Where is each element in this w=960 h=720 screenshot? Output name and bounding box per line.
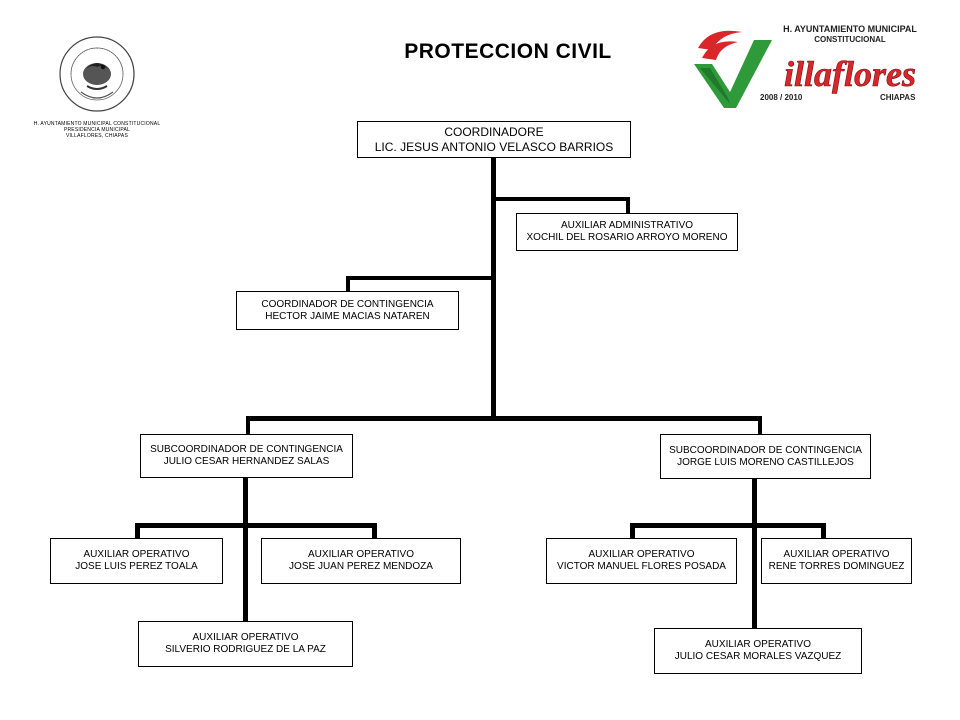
connector-line (243, 478, 248, 621)
operative-box-left-1: AUXILIAR OPERATIVO JOSE LUIS PEREZ TOALA (50, 538, 223, 584)
coat-of-arms-icon (59, 36, 135, 112)
position-title: COORDINADOR DE CONTINGENCIA (261, 298, 434, 310)
connector-line (752, 478, 757, 628)
operative-box-left-2: AUXILIAR OPERATIVO JOSE JUAN PEREZ MENDO… (261, 538, 461, 584)
operative-box-left-3: AUXILIAR OPERATIVO SILVERIO RODRIGUEZ DE… (138, 621, 353, 667)
connector-line (346, 276, 494, 280)
person-name: SILVERIO RODRIGUEZ DE LA PAZ (165, 644, 326, 655)
logo-top-line2: CONSTITUCIONAL (814, 35, 886, 44)
position-title: AUXILIAR OPERATIVO (83, 549, 190, 560)
villaflores-logo-icon: H. AYUNTAMIENTO MUNICIPAL CONSTITUCIONAL… (694, 24, 917, 108)
connector-line (491, 158, 496, 420)
subcoordinator-right-box: SUBCOORDINADOR DE CONTINGENCIA JORGE LUI… (660, 434, 871, 479)
operative-box-right-1: AUXILIAR OPERATIVO VICTOR MANUEL FLORES … (546, 538, 737, 584)
connector-line (758, 416, 762, 434)
person-name: JULIO CESAR HERNANDEZ SALAS (163, 456, 330, 467)
person-name: HECTOR JAIME MACIAS NATAREN (265, 310, 430, 322)
operative-box-right-2: AUXILIAR OPERATIVO RENE TORRES DOMINGUEZ (761, 538, 912, 584)
connector-line (630, 523, 826, 528)
connector-line (372, 523, 377, 538)
connector-line (346, 276, 350, 291)
logo-years: 2008 / 2010 (760, 93, 803, 102)
connector-line (135, 523, 377, 528)
connector-line (630, 523, 635, 538)
logo-top-line1: H. AYUNTAMIENTO MUNICIPAL (783, 24, 917, 34)
connector-line (821, 523, 826, 538)
subcoordinator-left-box: SUBCOORDINADOR DE CONTINGENCIA JULIO CES… (140, 434, 353, 478)
connector-line (246, 416, 250, 434)
seal-caption: H. AYUNTAMIENTO MUNICIPAL CONSTITUCIONAL… (30, 121, 164, 139)
person-name: XOCHIL DEL ROSARIO ARROYO MORENO (526, 232, 728, 243)
coordinator-box: COORDINADORE LIC. JESUS ANTONIO VELASCO … (357, 121, 631, 158)
person-name: JOSE JUAN PEREZ MENDOZA (289, 561, 433, 572)
position-title: AUXILIAR OPERATIVO (783, 549, 890, 560)
connector-line (135, 523, 140, 538)
page-title: PROTECCION CIVIL (404, 40, 612, 63)
position-title: SUBCOORDINADOR DE CONTINGENCIA (669, 444, 862, 456)
villaflores-logo: H. AYUNTAMIENTO MUNICIPAL CONSTITUCIONAL… (690, 18, 942, 110)
person-name: VICTOR MANUEL FLORES POSADA (557, 561, 726, 572)
seal-caption-line: PRESIDENCIA MUNICIPAL (63, 127, 131, 133)
seal-caption-line: H. AYUNTAMIENTO MUNICIPAL CONSTITUCIONAL (33, 121, 161, 127)
person-name: LIC. JESUS ANTONIO VELASCO BARRIOS (374, 139, 614, 154)
person-name: RENE TORRES DOMINGUEZ (768, 561, 905, 572)
position-title: AUXILIAR OPERATIVO (308, 549, 414, 560)
position-title: AUXILIAR OPERATIVO (705, 639, 811, 650)
position-title: COORDINADORE (444, 124, 544, 139)
mexican-seal (57, 34, 137, 114)
position-title: AUXILIAR ADMINISTRATIVO (560, 220, 694, 231)
person-name: JULIO CESAR MORALES VAZQUEZ (674, 651, 842, 662)
seal-caption-line: VILLAFLORES, CHIAPAS (66, 133, 128, 139)
admin-assistant-box: AUXILIAR ADMINISTRATIVO XOCHIL DEL ROSAR… (516, 213, 738, 251)
connector-line (626, 197, 630, 213)
connector-line (494, 197, 630, 201)
person-name: JORGE LUIS MORENO CASTILLEJOS (677, 456, 854, 468)
position-title: AUXILIAR OPERATIVO (588, 549, 695, 560)
position-title: SUBCOORDINADOR DE CONTINGENCIA (150, 444, 343, 455)
contingency-coordinator-box: COORDINADOR DE CONTINGENCIA HECTOR JAIME… (236, 291, 459, 330)
connector-line (246, 416, 762, 421)
logo-state: CHIAPAS (880, 93, 916, 102)
person-name: JOSE LUIS PEREZ TOALA (75, 561, 198, 572)
operative-box-right-3: AUXILIAR OPERATIVO JULIO CESAR MORALES V… (654, 628, 862, 674)
position-title: AUXILIAR OPERATIVO (192, 632, 299, 643)
logo-wordmark: illaflores (784, 54, 916, 94)
